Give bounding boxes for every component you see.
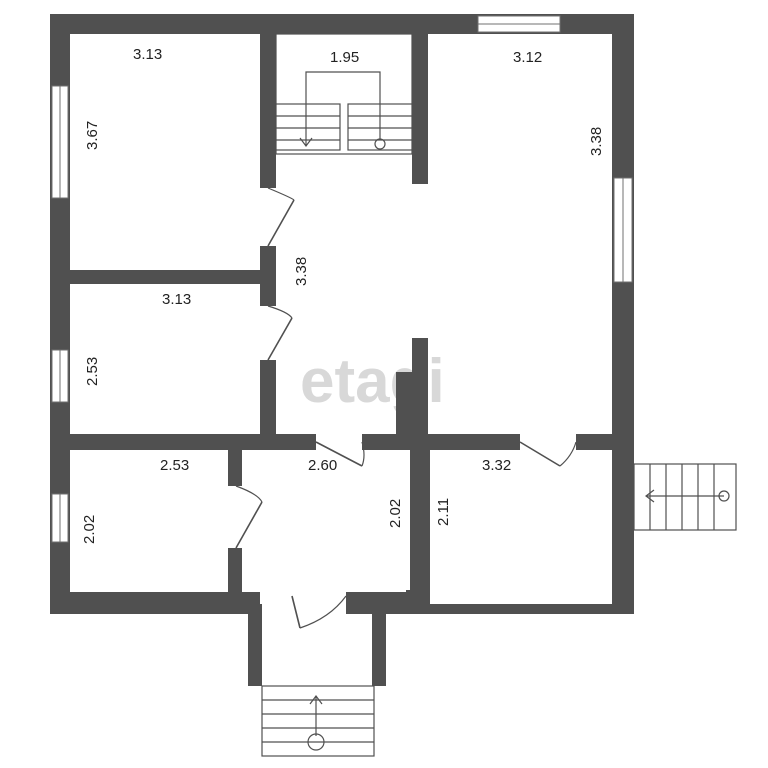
stair-width-label: 1.95 (330, 49, 359, 66)
wall-right (612, 14, 634, 614)
wall-room4-right-bottom (228, 548, 242, 596)
wall-hall-left-bottom (260, 360, 276, 450)
porch-wall-left (248, 604, 262, 686)
room1-width-label: 3.13 (133, 46, 162, 63)
wall-row3-top-left (70, 434, 316, 450)
room2-width-label: 3.12 (513, 49, 542, 66)
hall-length-label: 3.38 (293, 257, 310, 286)
dimension-labels: 3.13 3.67 1.95 3.38 3.12 3.38 3.13 2.53 … (81, 46, 605, 544)
wall-row3-top-right (576, 434, 634, 450)
vestibule-width-label: 2.60 (308, 457, 337, 474)
wall-row3-top-mid (362, 434, 520, 450)
room1-height-label: 3.67 (84, 121, 101, 150)
room4-height-label: 2.02 (81, 515, 98, 544)
wall-bottom-right (406, 604, 634, 614)
room2-height-label: 3.38 (588, 127, 605, 156)
interior-stairs (275, 33, 413, 155)
wall-bottom-left (50, 592, 260, 614)
room5-width-label: 3.32 (482, 457, 511, 474)
windows (51, 15, 633, 543)
vestibule-height-label: 2.02 (387, 499, 404, 528)
wall-room5-left (410, 450, 430, 610)
room3-height-label: 2.53 (84, 357, 101, 386)
room3-width-label: 3.13 (162, 291, 191, 308)
porch-steps (261, 685, 375, 757)
doors (235, 187, 577, 629)
side-steps (633, 463, 737, 531)
room4-width-label: 2.53 (160, 457, 189, 474)
wall-hall-left-top (260, 34, 276, 188)
porch-wall-right (372, 604, 386, 686)
wall-hall-right-top (412, 34, 428, 184)
porch (248, 604, 386, 757)
wall-room4-right-top (228, 450, 242, 486)
walls (50, 14, 634, 614)
wall-room1-bottom (70, 270, 270, 284)
side-steps-box (633, 463, 737, 531)
wall-bottom-mid (346, 592, 406, 614)
room5-height-label: 2.11 (435, 498, 452, 526)
